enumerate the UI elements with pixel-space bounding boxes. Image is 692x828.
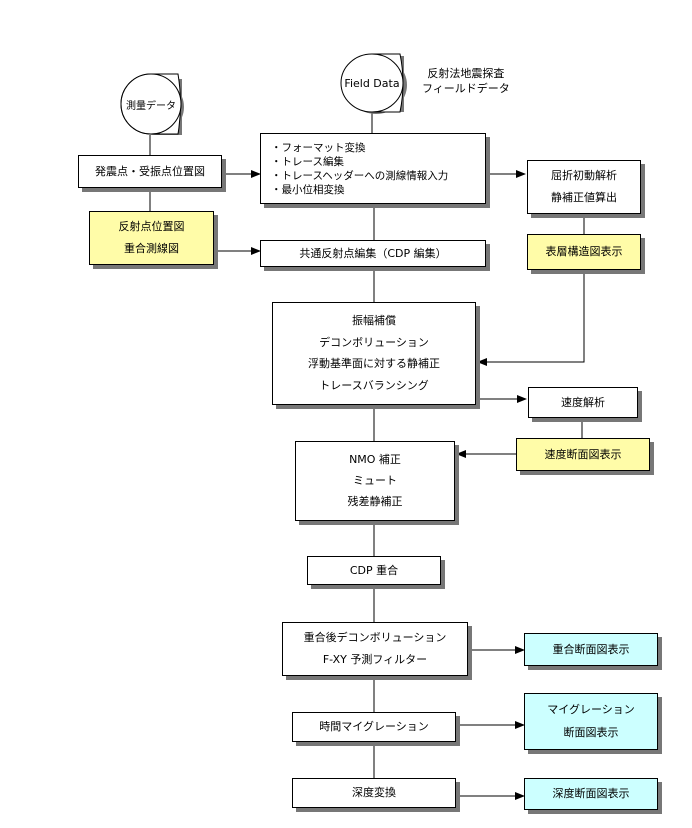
reflection-map-box: 反射点位置図 重合測線図 [89, 211, 214, 265]
preprocess-item-1: ・フォーマット変換 [271, 141, 366, 154]
nmo-box: NMO 補正 ミュート 残差静補正 [295, 441, 455, 521]
amplitude-item-1: 振幅補償 [352, 314, 396, 328]
stack-section-box: 重合断面図表示 [524, 633, 658, 666]
stack-label: CDP 重合 [349, 563, 399, 577]
refraction-line-2: 静補正値算出 [551, 191, 617, 204]
refraction-box: 屈折初動解析 静補正値算出 [527, 160, 641, 214]
preprocess-box: ・フォーマット変換 ・トレース編集 ・トレースヘッダーへの測線情報入力 ・最小位… [260, 133, 486, 204]
field-data-cylinder [340, 53, 407, 114]
preprocess-item-4: ・最小位相変換 [271, 183, 345, 196]
migration-box: 時間マイグレーション [292, 712, 456, 742]
survey-data-label: 測量データ [126, 101, 176, 112]
reflection-map-line-2: 重合測線図 [124, 242, 179, 255]
post-stack-box: 重合後デコンボリューション F-XY 予測フィルター [282, 622, 468, 676]
depth-section-box: 深度断面図表示 [524, 778, 658, 810]
stack-section-label: 重合断面図表示 [552, 642, 630, 656]
velocity-section-label: 速度断面図表示 [544, 447, 622, 461]
depth-conversion-label: 深度変換 [352, 786, 396, 799]
shot-receiver-label: 発震点・受振点位置図 [95, 164, 205, 178]
surface-structure-box: 表層構造図表示 [527, 234, 641, 270]
post-stack-line-2: F-XY 予測フィルター [322, 653, 428, 666]
reflection-map-line-1: 反射点位置図 [118, 220, 185, 233]
arrow-surface-amplitude [477, 270, 585, 366]
velocity-analysis-box: 速度解析 [528, 387, 638, 418]
migration-section-box: マイグレーション 断面図表示 [524, 693, 658, 750]
amplitude-box: 振幅補償 デコンボリューション 浮動基準面に対する静補正 トレースバランシング [272, 302, 476, 405]
preprocess-item-2: ・トレース編集 [271, 155, 344, 168]
stack-box: CDP 重合 [307, 556, 441, 585]
shot-receiver-box: 発震点・受振点位置図 [78, 155, 222, 188]
cdp-edit-label: 共通反射点編集（CDP 編集） [299, 246, 447, 260]
velocity-section-box: 速度断面図表示 [516, 438, 650, 471]
amplitude-item-3: 浮動基準面に対する静補正 [308, 357, 440, 371]
title-line-1: 反射法地震探査 [427, 67, 505, 80]
velocity-analysis-label: 速度解析 [561, 395, 605, 409]
cdp-edit-box: 共通反射点編集（CDP 編集） [260, 240, 486, 267]
migration-label: 時間マイグレーション [319, 720, 429, 733]
surface-structure-label: 表層構造図表示 [545, 245, 623, 258]
nmo-item-1: NMO 補正 [349, 453, 401, 466]
nmo-item-2: ミュート [353, 474, 397, 487]
nmo-item-3: 残差静補正 [347, 495, 403, 508]
diagram-title: 反射法地震探査 フィールドデータ [422, 66, 510, 96]
survey-data-cylinder [120, 73, 184, 135]
refraction-line-1: 屈折初動解析 [551, 169, 617, 182]
post-stack-line-1: 重合後デコンボリューション [303, 631, 447, 644]
amplitude-item-2: デコンボリューション [319, 335, 429, 349]
migration-section-line-2: 断面図表示 [563, 726, 619, 739]
title-line-2: フィールドデータ [422, 82, 510, 95]
field-data-label: Field Data [344, 77, 400, 90]
depth-section-label: 深度断面図表示 [552, 787, 630, 800]
depth-conversion-box: 深度変換 [292, 778, 456, 808]
preprocess-item-3: ・トレースヘッダーへの測線情報入力 [271, 169, 449, 182]
migration-section-line-1: マイグレーション [547, 703, 635, 716]
amplitude-item-4: トレースバランシング [319, 378, 429, 392]
